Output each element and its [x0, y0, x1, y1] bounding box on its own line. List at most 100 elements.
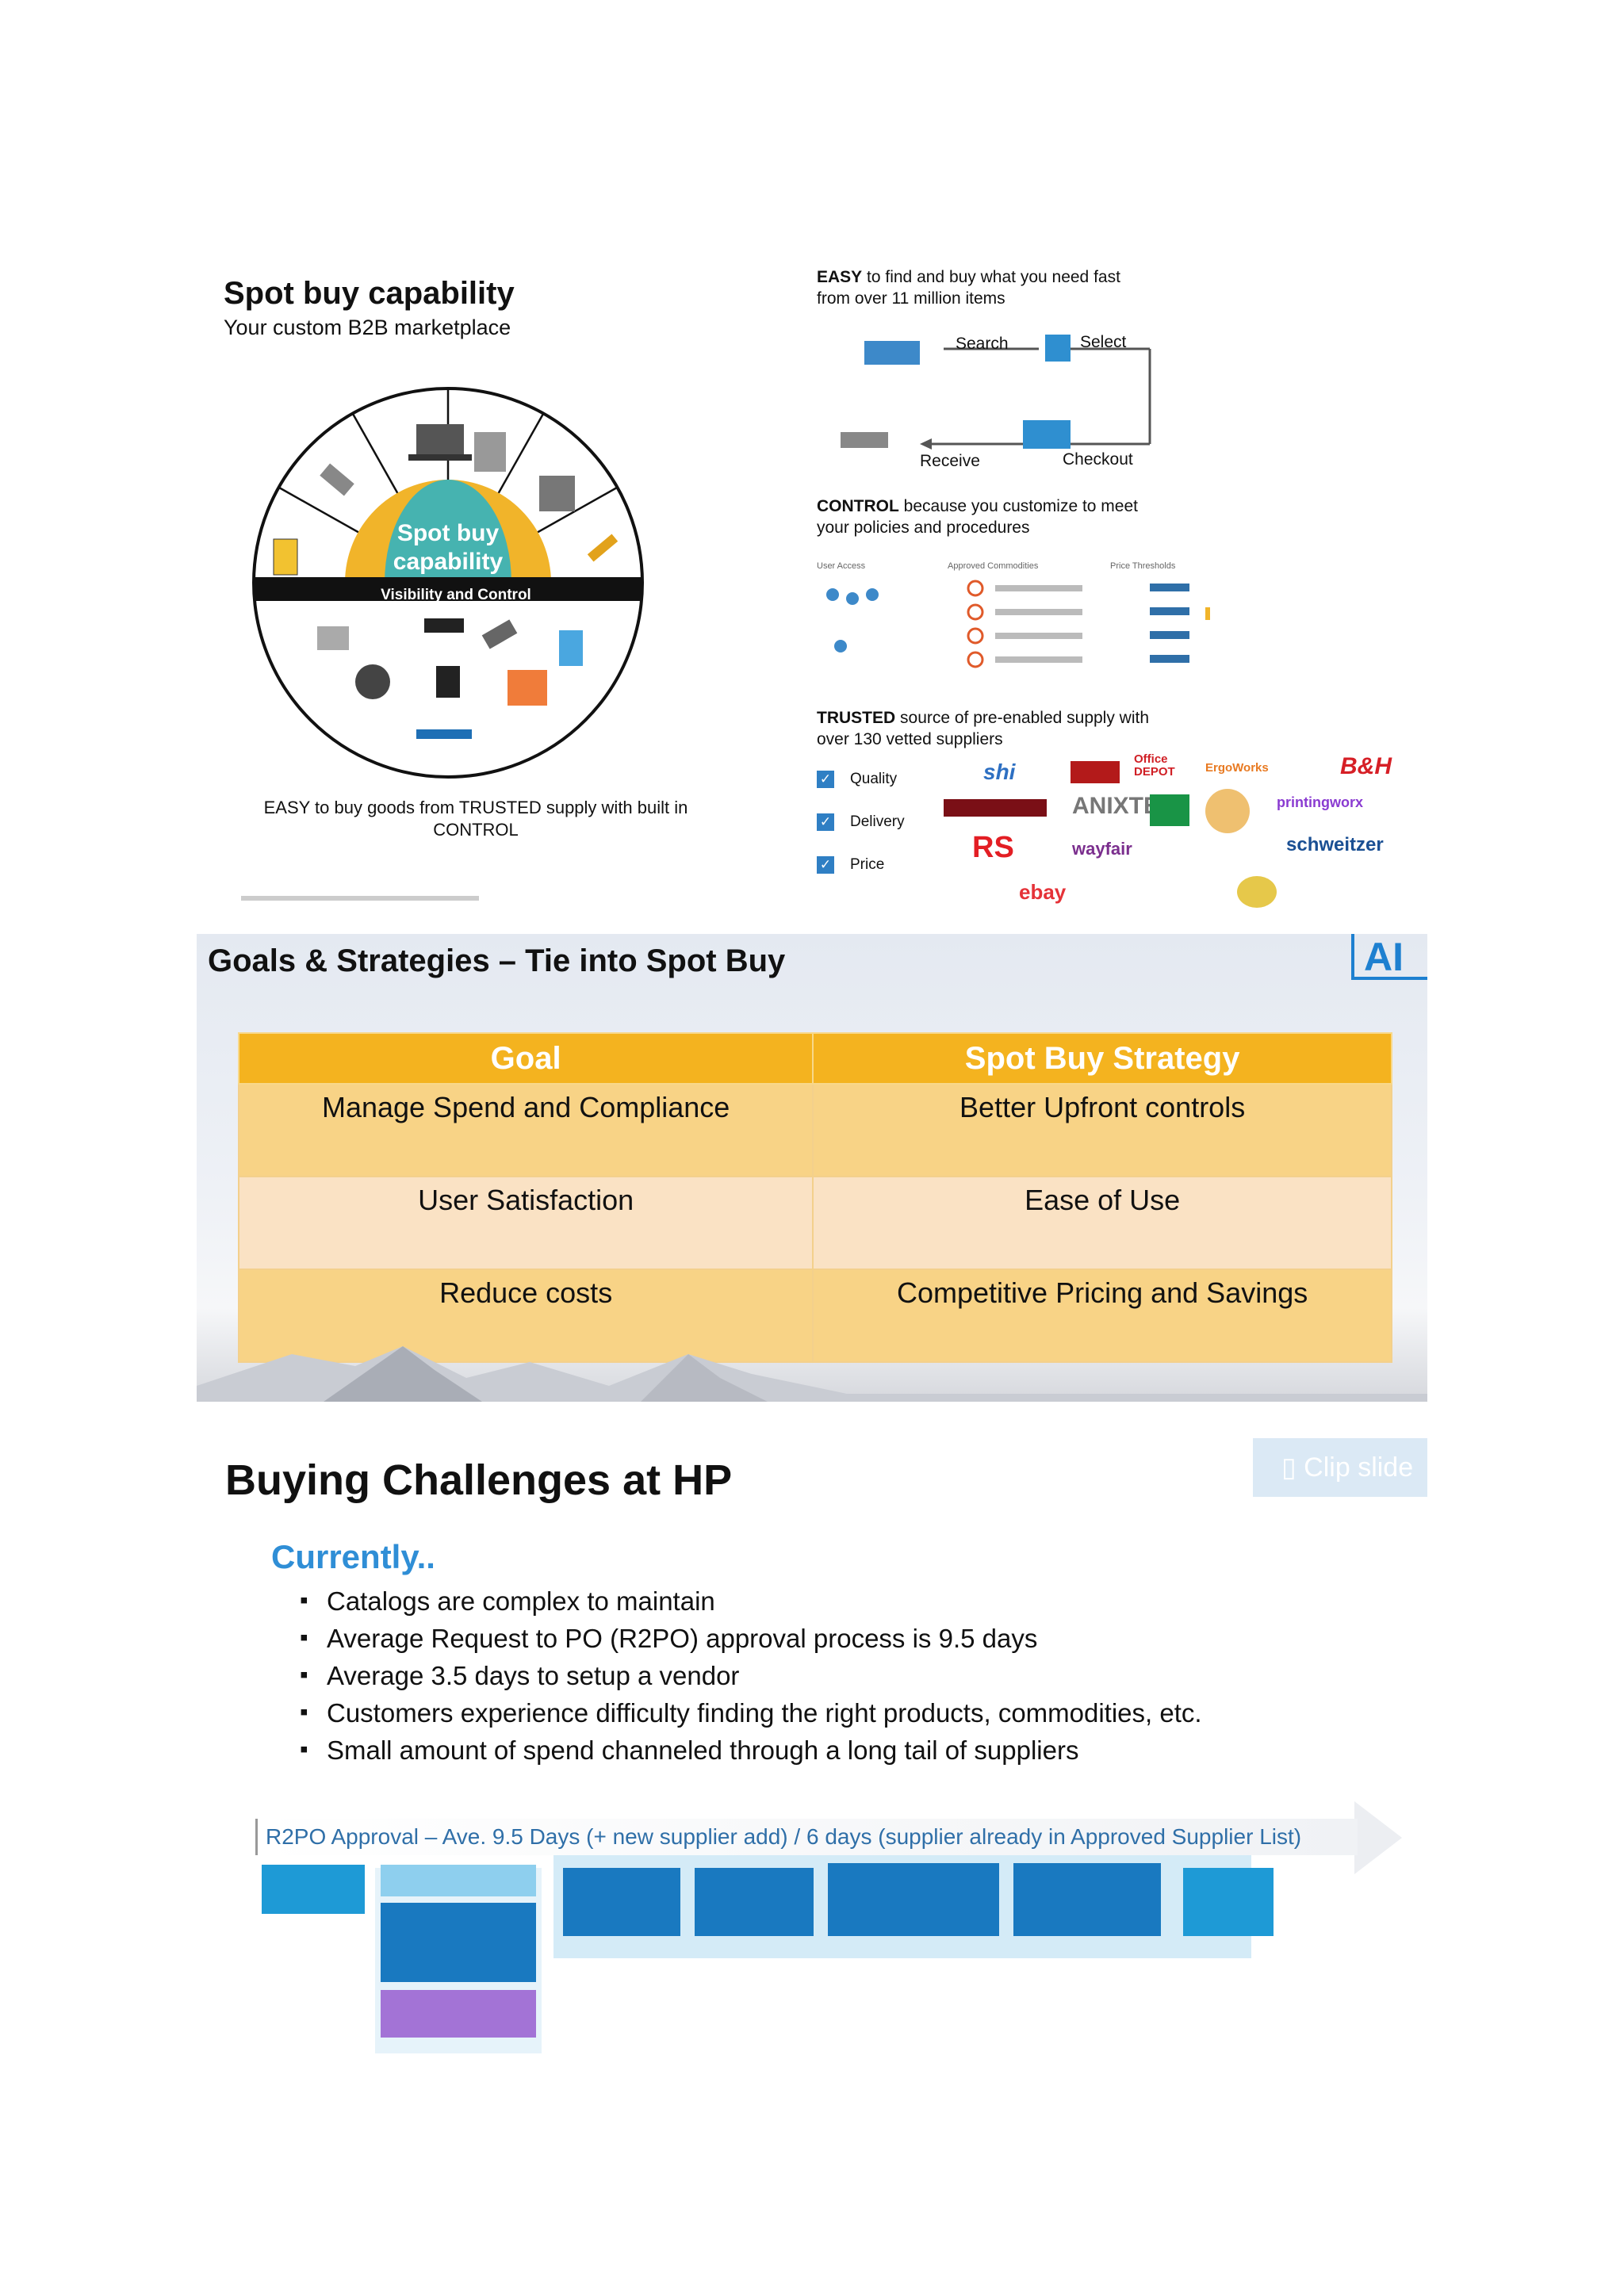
process-step-2a [381, 1903, 536, 1982]
office-chair-icon [436, 666, 460, 698]
flow-select: Select [1080, 333, 1127, 351]
motor-icon [355, 664, 390, 699]
slide-spot-buy-capability: Spot buy capability Your custom B2B mark… [214, 254, 1404, 912]
attribute-delivery: ✓Delivery [817, 813, 905, 831]
mountain-background [197, 1346, 1427, 1402]
check-icon: ✓ [817, 771, 834, 788]
glasses-icon [864, 341, 920, 365]
check-icon: ✓ [817, 813, 834, 831]
control-header-commodities: Approved Commodities [948, 561, 1039, 571]
logo-ebay: ebay [1019, 880, 1067, 904]
list-item: Catalogs are complex to maintain [300, 1582, 1202, 1620]
purchase-flow-diagram [841, 335, 1151, 450]
control-bold: CONTROL [817, 497, 899, 515]
sticky-notes-icon [508, 670, 547, 706]
control-header-price: Price Thresholds [1110, 561, 1176, 571]
goal-cell: Manage Spend and Compliance [237, 1083, 814, 1177]
tray-icon [841, 432, 888, 448]
spot-buy-wheel [252, 387, 644, 779]
wheel-center-label: Spot buy capability [393, 520, 504, 575]
process-step-2b [381, 1990, 536, 2038]
plug-icon [320, 463, 354, 496]
list-item: Customers experience difficulty finding … [300, 1693, 1202, 1732]
clip-icon: ▯ [1281, 1452, 1297, 1483]
trusted-block: TRUSTED source of pre-enabled supply wit… [817, 707, 1166, 750]
process-step-5 [828, 1863, 999, 1936]
process-step-7 [1183, 1868, 1274, 1936]
list-item: Average Request to PO (R2PO) approval pr… [300, 1619, 1202, 1657]
slide-buying-challenges: Buying Challenges at HP ▯ Clip slide Cur… [197, 1427, 1427, 2061]
goal-cell: Reduce costs [237, 1269, 814, 1363]
control-text: because you customize to meet your polic… [817, 497, 1138, 537]
pen-icon [587, 534, 619, 562]
currently-heading: Currently.. [271, 1538, 435, 1575]
copyright-line [241, 896, 479, 901]
header-strategy: Spot Buy Strategy [812, 1032, 1392, 1085]
clip-slide-label: Clip slide [1304, 1452, 1414, 1483]
slide1-title: Spot buy capability [224, 276, 515, 311]
process-step-1 [262, 1865, 365, 1914]
slide1-caption: EASY to buy goods from TRUSTED supply wi… [263, 798, 688, 840]
list-item: Small amount of spend channeled through … [300, 1731, 1202, 1769]
process-step-2 [381, 1865, 536, 1896]
process-step-4 [695, 1868, 814, 1936]
logo-round-seal [1205, 789, 1250, 833]
process-arrowhead [1354, 1801, 1402, 1874]
attribute-price: ✓Price [817, 856, 884, 874]
table-row: Reduce costs Competitive Pricing and Sav… [237, 1269, 1392, 1363]
logo-shi: shi [983, 760, 1016, 784]
laptop-icon [408, 424, 472, 461]
slide2-title: Goals & Strategies – Tie into Spot Buy [208, 943, 786, 978]
challenge-list: Catalogs are complex to maintain Average… [300, 1582, 1202, 1769]
logo-rs: RS [972, 831, 1014, 864]
wheel-band-label: Visibility and Control [381, 587, 531, 603]
logo-bh: B&H [1340, 753, 1392, 779]
logo-schweitzer: schweitzer [1286, 834, 1384, 855]
process-step-6 [1013, 1863, 1161, 1936]
office-chair-top-icon [474, 432, 506, 472]
goal-cell: User Satisfaction [237, 1176, 814, 1270]
attribute-quality: ✓Quality [817, 771, 897, 788]
list-item: Average 3.5 days to setup a vendor [300, 1656, 1202, 1694]
select-check-icon [1045, 335, 1071, 362]
logo-wayfair: wayfair [1072, 839, 1132, 859]
tools-icon [317, 626, 349, 650]
table-row: Manage Spend and Compliance Better Upfro… [237, 1083, 1392, 1177]
slide1-subtitle: Your custom B2B marketplace [224, 316, 511, 339]
strategy-cell: Competitive Pricing and Savings [812, 1269, 1392, 1363]
clip-slide-button[interactable]: ▯ Clip slide [1253, 1438, 1427, 1497]
process-step-3 [563, 1868, 680, 1936]
table-header-row: Goal Spot Buy Strategy [237, 1032, 1392, 1085]
pallet-jack-icon [416, 729, 472, 739]
stapler-icon [424, 618, 464, 633]
logo-block-maroon [944, 799, 1047, 817]
table-row: User Satisfaction Ease of Use [237, 1176, 1392, 1270]
control-matrix [826, 580, 1210, 668]
wrench-icon [481, 619, 518, 649]
header-goal: Goal [237, 1032, 814, 1085]
notepad-icon [559, 630, 583, 666]
goals-table: Goal Spot Buy Strategy Manage Spend and … [237, 1032, 1392, 1363]
corner-logo: AI [1351, 934, 1427, 980]
flow-receive: Receive [920, 452, 980, 470]
logo-block-red [1071, 761, 1120, 783]
logo-office-depot: Office DEPOT [1134, 752, 1175, 779]
control-block: CONTROL because you customize to meet yo… [817, 496, 1166, 538]
r2po-approval-bar: R2PO Approval – Ave. 9.5 Days (+ new sup… [255, 1819, 1358, 1855]
logo-badge [1237, 876, 1277, 908]
slide-goals-strategies: Goals & Strategies – Tie into Spot Buy A… [197, 934, 1427, 1402]
slide3-title: Buying Challenges at HP [225, 1456, 733, 1504]
easy-bold: EASY [817, 268, 863, 286]
logo-block-green [1150, 794, 1189, 826]
cart-icon [1023, 420, 1071, 449]
binder-icon [273, 538, 298, 576]
strategy-cell: Ease of Use [812, 1176, 1392, 1270]
flow-search: Search [956, 335, 1009, 353]
flow-checkout: Checkout [1063, 450, 1133, 469]
easy-text: to find and buy what you need fast from … [817, 268, 1120, 308]
easy-block: EASY to find and buy what you need fast … [817, 266, 1150, 309]
control-header-user: User Access [817, 561, 866, 571]
logo-ergoworks: ErgoWorks [1205, 761, 1269, 775]
logo-printingworx: printingworx [1277, 794, 1363, 810]
check-icon: ✓ [817, 856, 834, 874]
